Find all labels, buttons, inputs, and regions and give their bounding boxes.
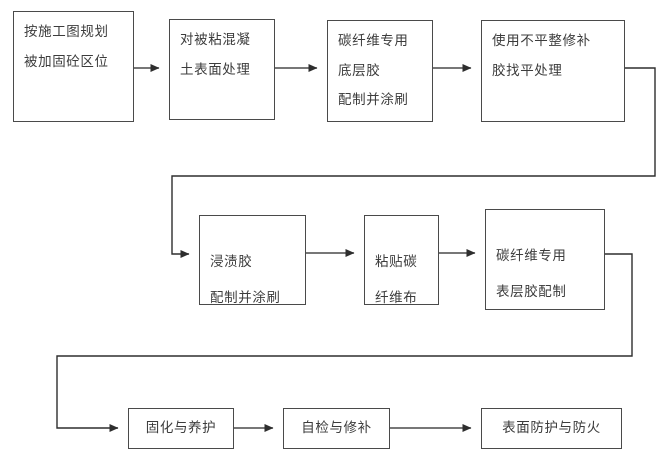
node-label: 使用不平整修补 [492,33,591,49]
step-surface-protection-and-fireproofing: 表面防护与防火 [481,408,622,449]
step-primer-mix-and-brush: 碳纤维专用底层胶配制并涂刷 [327,20,433,122]
node-label: 土表面处理 [180,61,251,78]
node-label: 胶找平处理 [492,62,563,79]
node-label: 底层胶 [338,62,381,79]
node-label: 纤维布 [375,289,418,306]
step-saturant-mix-and-brush: 浸渍胶配制并涂刷 [199,215,306,305]
node-label: 碳纤维专用 [338,33,409,49]
step-bond-carbon-fiber-cloth: 粘贴碳纤维布 [364,215,439,305]
node-label: 被加固砼区位 [24,53,109,70]
step-plan-reinforcement-zone: 按施工图规划被加固砼区位 [13,11,134,122]
node-label: 对被粘混凝 [180,32,251,48]
node-label: 粘贴碳 [375,254,418,270]
connector-7-to-8 [56,253,633,432]
step-curing-and-maintenance: 固化与养护 [128,408,234,449]
node-label: 配制并涂刷 [338,92,409,108]
step-self-inspection-and-repair: 自检与修补 [283,408,390,449]
node-label: 碳纤维专用 [496,248,567,264]
node-label: 浸渍胶 [210,254,253,270]
node-label: 表面防护与防火 [502,419,601,436]
node-label: 按施工图规划 [24,24,109,40]
step-topcoat-adhesive-mix: 碳纤维专用表层胶配制 [485,209,605,310]
step-leveling-putty: 使用不平整修补胶找平处理 [481,20,625,122]
node-label: 配制并涂刷 [210,289,281,306]
connector-4-to-5 [171,67,656,258]
node-label: 表层胶配制 [496,283,567,300]
node-label: 自检与修补 [301,419,372,436]
step-concrete-surface-treatment: 对被粘混凝土表面处理 [169,19,275,120]
node-label: 固化与养护 [145,419,217,436]
